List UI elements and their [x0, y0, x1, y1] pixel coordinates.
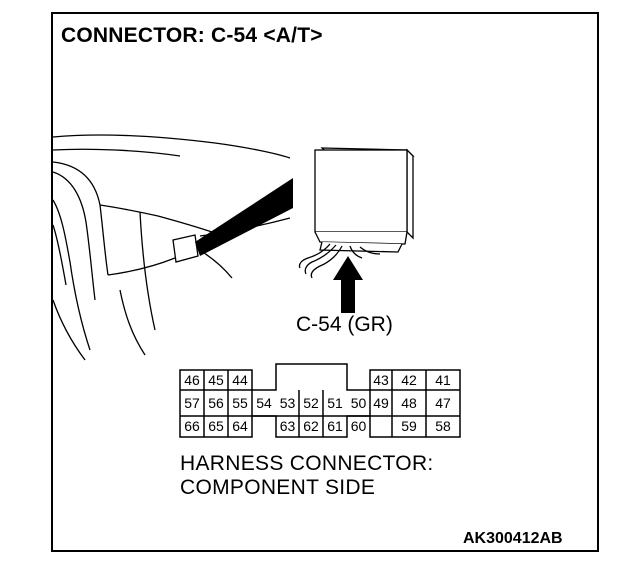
pin-54: 54: [256, 395, 272, 411]
connector-label: C-54 (GR): [296, 313, 393, 336]
caption-line-1: HARNESS CONNECTOR:: [180, 452, 434, 475]
pin-53: 53: [279, 395, 296, 411]
pin-47: 47: [435, 395, 451, 411]
pin-45: 45: [208, 372, 224, 388]
pointer-arrow-icon: [333, 256, 363, 313]
pin-49: 49: [373, 395, 389, 411]
location-pointer-icon: [172, 178, 293, 263]
pin-60: 60: [350, 418, 367, 434]
connector-face: [179, 363, 461, 438]
pin-52: 52: [303, 395, 319, 411]
diagram-title: CONNECTOR: C-54 <A/T>: [61, 24, 323, 47]
pin-66: 66: [184, 418, 200, 434]
pin-63: 63: [279, 418, 296, 434]
control-unit-icon: [298, 147, 415, 279]
pin-51: 51: [327, 395, 343, 411]
figure-id: AK300412AB: [463, 530, 563, 547]
diagram-frame: [51, 12, 599, 552]
pin-43: 43: [373, 372, 389, 388]
pin-42: 42: [401, 372, 417, 388]
pin-58: 58: [435, 418, 451, 434]
pin-64: 64: [232, 418, 248, 434]
pin-61: 61: [327, 418, 343, 434]
pin-41: 41: [435, 372, 451, 388]
pin-57: 57: [184, 395, 200, 411]
pin-59: 59: [401, 418, 417, 434]
caption-line-2: COMPONENT SIDE: [180, 476, 376, 499]
pin-50: 50: [350, 395, 367, 411]
dashboard-illustration-icon: [52, 134, 291, 361]
pin-48: 48: [401, 395, 417, 411]
pin-46: 46: [184, 372, 200, 388]
pin-44: 44: [232, 372, 248, 388]
pin-65: 65: [208, 418, 224, 434]
pin-56: 56: [208, 395, 224, 411]
pin-62: 62: [303, 418, 319, 434]
pin-55: 55: [232, 395, 248, 411]
